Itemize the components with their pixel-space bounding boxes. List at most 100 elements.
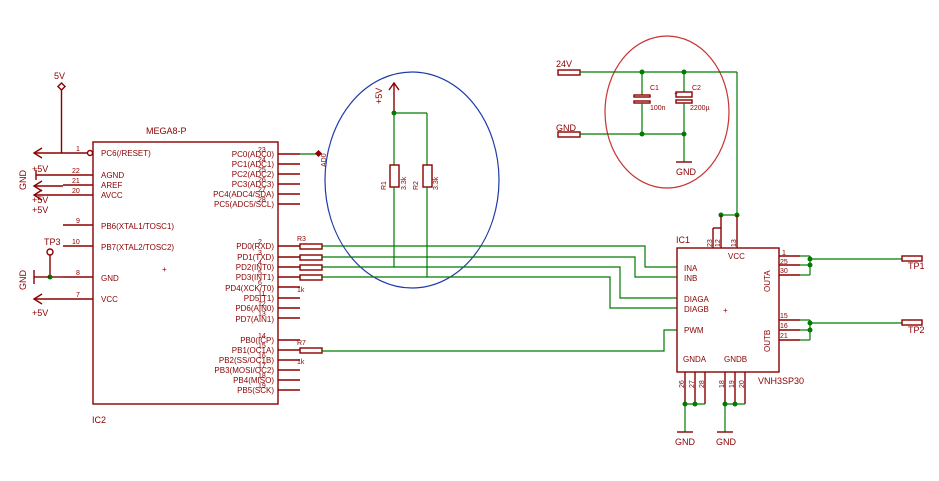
ic2-pin-num: 13 xyxy=(258,311,266,318)
ic1-input-label: DIAGB xyxy=(684,305,709,314)
ic2-pin-label: PD7(AIN1) xyxy=(235,315,274,324)
ic1-outb-pin: 15 xyxy=(780,313,788,320)
capacitor-highlight-ellipse xyxy=(604,35,730,189)
ic2-pin-label: PC3(ADC3) xyxy=(232,180,275,189)
ic2-left-pins: 1 PC6(/RESET) 22 AGND 21 AREF 20 AVCC 9 … xyxy=(63,146,174,304)
ic2-pin-label: PB3(MOSI/OC2) xyxy=(214,366,274,375)
ic2-pin-num: 1 xyxy=(76,146,80,153)
ic1-vcc-label: VCC xyxy=(728,252,745,261)
ic2-pin-label: PD5(T1) xyxy=(244,294,275,303)
ic2-pin-label: PB1(OC1A) xyxy=(232,346,275,355)
c2-name: C2 xyxy=(692,85,701,92)
ic2-pin-label: AVCC xyxy=(101,191,123,200)
ic2-right-pins: 23 PC0(ADC0) 24 PC1(ADC1) 25 PC2(ADC2) 2… xyxy=(213,147,300,395)
ic2-pin-num: 20 xyxy=(72,188,80,195)
net-label-5v: 5V xyxy=(54,71,65,81)
ic1-vcc-pin: 12 xyxy=(715,239,722,247)
ic1-gnd-pin: 18 xyxy=(719,380,726,388)
ic2-pin-label: PB6(XTAL1/TOSC1) xyxy=(101,222,174,231)
ic2-pin-label: GND xyxy=(101,274,119,283)
ic2-pin-label: PC5(ADC5/SCL) xyxy=(214,200,274,209)
ic2-pin-num: 6 xyxy=(258,280,262,287)
ic2-pin-num: 15 xyxy=(258,343,266,350)
ic2-pin-num: 4 xyxy=(258,260,262,267)
r2-value: 3.3k xyxy=(433,176,440,190)
signal-wires xyxy=(322,245,677,352)
power-symbols-left: +5V GND +5V +5V xyxy=(18,147,63,215)
net-label-gnd: GND xyxy=(18,270,28,291)
power-5v-top: 5V xyxy=(54,71,67,154)
adc0-label: AD0 xyxy=(321,153,328,167)
r1-value: 3.3k xyxy=(401,176,408,190)
capacitor-block: 24V GND C1 100n + C2 2200µ GND xyxy=(556,59,737,177)
ic1-input-label: DIAGA xyxy=(684,295,710,304)
ic2-pin-label: AREF xyxy=(101,181,122,190)
r3-name: R3 xyxy=(297,236,306,243)
ic2-pin-label: PB7(XTAL2/TOSC2) xyxy=(101,243,174,252)
ic1-gnd-pin: 26 xyxy=(679,380,686,388)
c1-value: 100n xyxy=(650,105,666,112)
ic2-pin-num: 5 xyxy=(258,270,262,277)
net-label-p5v: +5V xyxy=(374,88,384,104)
net-label-gnd: GND xyxy=(676,167,697,177)
ic2-pin-num: 2 xyxy=(258,239,262,246)
net-label-gnd: GND xyxy=(675,437,696,447)
r1-name: R1 xyxy=(381,181,388,190)
c2-value: 2200µ xyxy=(690,105,710,112)
ic1-ground-wiring: GND GND xyxy=(675,401,745,447)
ic1-outa-pin: 25 xyxy=(780,259,788,266)
ic1-outa-label: OUTA xyxy=(763,270,772,292)
ic2-pin-num: 3 xyxy=(258,250,262,257)
ic1-gnd-pin: 27 xyxy=(689,380,696,388)
ic2-pin-label: PD2(INT0) xyxy=(236,263,275,272)
ic2-pin-num: 7 xyxy=(76,292,80,299)
ic1-name-label: IC1 xyxy=(676,235,690,245)
ic2-value-label: MEGA8-P xyxy=(146,126,187,136)
ic2-pin-label: PD3(INT1) xyxy=(236,273,275,282)
ic2-body xyxy=(92,141,279,405)
ic2-pin-num: 26 xyxy=(258,177,266,184)
ic1-outa-pin: 1 xyxy=(782,250,786,257)
ic2-pin-num: 27 xyxy=(258,187,266,194)
ic1-outb-pin: 21 xyxy=(780,333,788,340)
ic2-pin-num: 19 xyxy=(258,383,266,390)
ic2-pin-num: 25 xyxy=(258,167,266,174)
ic1-input-label: INB xyxy=(684,274,697,283)
ic2-pin-label: VCC xyxy=(101,295,118,304)
resistor-array-r3: R3 1k xyxy=(297,236,323,294)
net-label-24v: 24V xyxy=(556,59,572,69)
output-wires: TP1 TP2 xyxy=(800,255,925,341)
ic1-input-label: PWM xyxy=(684,326,704,335)
net-label-p5v: +5V xyxy=(32,164,48,174)
ic2-pin-num: 23 xyxy=(258,147,266,154)
ic1-value-label: VNH3SP30 xyxy=(758,376,804,386)
ic2-pin-label: PC2(ADC2) xyxy=(232,170,275,179)
ic2-pin-label: PD1(TXD) xyxy=(237,253,274,262)
pullup-highlight-ellipse xyxy=(324,71,500,289)
ic1-outa-pin: 30 xyxy=(780,268,788,275)
ic2-pin-label: AGND xyxy=(101,171,124,180)
ic2-pin-num: 16 xyxy=(258,353,266,360)
ic2-pin-num: 14 xyxy=(258,333,266,340)
ic2-name-label: IC2 xyxy=(92,415,106,425)
ic2-pin-num: 22 xyxy=(72,168,80,175)
ic2-pin-num: 17 xyxy=(258,363,266,370)
ic2-pin-label: PB2(SS/OC1B) xyxy=(219,356,274,365)
ic1-outb-pin: 16 xyxy=(780,323,788,330)
ic2-pin-label: PB5(SCK) xyxy=(237,386,274,395)
ic2-gnd-symbol: GND xyxy=(18,270,50,291)
ic2-pin-label: PD0(RXD) xyxy=(236,242,274,251)
ic1-input-label: INA xyxy=(684,264,698,273)
ic1-vcc-pin: 23 xyxy=(707,239,714,247)
ic2-pin-num: 9 xyxy=(76,218,80,225)
net-label-gnd: GND xyxy=(556,123,577,133)
ic2-pin-num: 12 xyxy=(258,301,266,308)
ic2-pin-num: 24 xyxy=(258,157,266,164)
ic2-pin-label: PD6(AIN0) xyxy=(235,304,274,313)
net-label-gnd: GND xyxy=(18,170,28,191)
c2-plus: + xyxy=(674,91,678,98)
ic2-pin-label: PB0(ICP) xyxy=(240,336,274,345)
ic2-pin-label: PC4(ADC4/SDA) xyxy=(213,190,274,199)
ic2-pin-num: 10 xyxy=(72,239,80,246)
